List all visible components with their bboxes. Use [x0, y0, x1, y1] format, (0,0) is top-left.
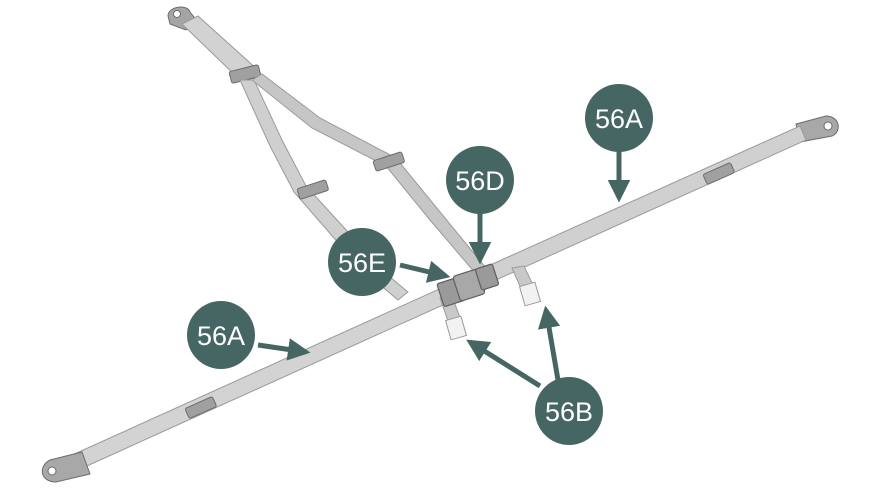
- buckle-right-plate: [474, 263, 500, 291]
- svg-text:56E: 56E: [338, 248, 386, 278]
- callout-56b: 56B: [535, 377, 603, 445]
- svg-text:56B: 56B: [545, 397, 593, 427]
- callout-arrows: [257, 150, 631, 389]
- shoulder-strap-assembly: [167, 6, 487, 301]
- right-lap-anchor-plate: [795, 115, 839, 143]
- svg-text:56D: 56D: [455, 166, 505, 196]
- callout-56a-left: 56A: [187, 301, 255, 369]
- arrow-56b-left: [466, 339, 542, 389]
- left-branch-adjuster: [296, 179, 329, 200]
- callout-56e: 56E: [328, 228, 396, 296]
- arrow-56a-left: [257, 338, 311, 361]
- central-buckle: [436, 263, 500, 307]
- right-branch-adjuster: [372, 151, 405, 172]
- svg-text:56A: 56A: [595, 104, 643, 134]
- crotch-tag-left: [444, 315, 468, 341]
- arrow-56b-right: [537, 305, 561, 381]
- left-lap-anchor-plate: [41, 451, 91, 483]
- shoulder-strap-left-branch: [239, 79, 409, 301]
- callout-56a-right: 56A: [585, 84, 653, 152]
- arrow-56e: [399, 260, 451, 283]
- crotch-tag-right: [518, 281, 542, 307]
- lap-belt-right-half: [487, 125, 807, 281]
- lap-belt-right-adjuster: [702, 162, 735, 185]
- svg-text:56A: 56A: [197, 321, 245, 351]
- callout-56d: 56D: [446, 146, 514, 214]
- lap-belt-left-half: [69, 285, 455, 471]
- lap-belt-left-adjuster: [184, 396, 217, 419]
